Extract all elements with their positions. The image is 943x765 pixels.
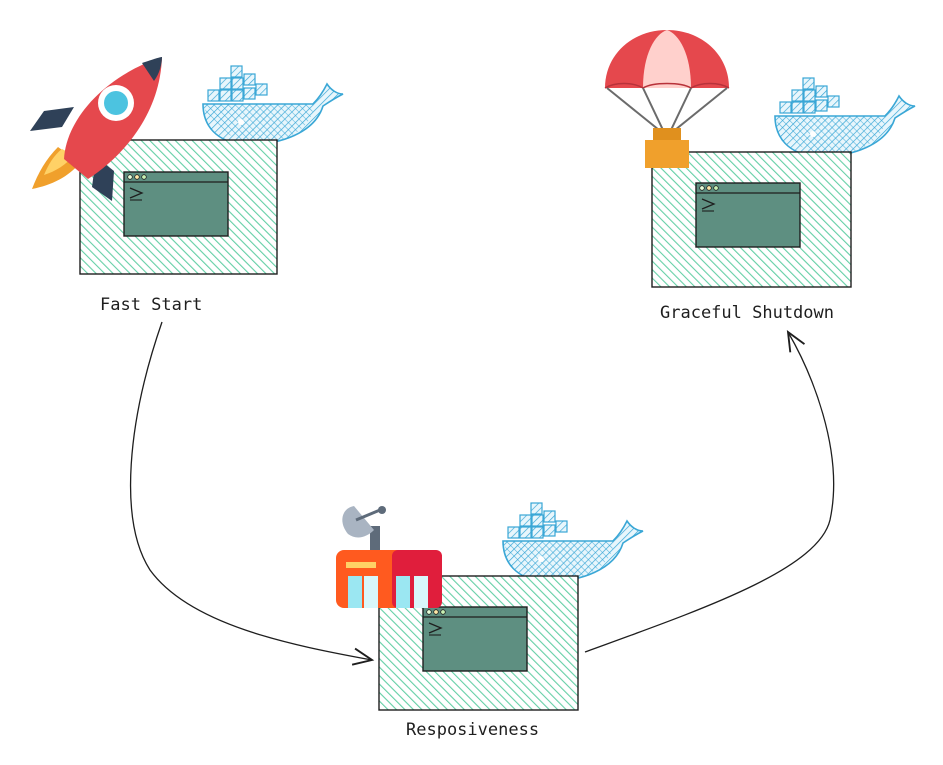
docker-whale-icon [502, 502, 644, 582]
terminal-icon [695, 182, 801, 248]
edge-responsiveness-to-graceful-shutdown [584, 329, 835, 653]
parachute-icon [604, 30, 730, 168]
satellite-dish-icon [336, 506, 442, 608]
docker-whale-icon [202, 65, 344, 145]
node-fast-start[interactable]: Fast Start [30, 57, 344, 315]
terminal-icon [123, 171, 229, 237]
node-label: Graceful Shutdown [660, 303, 834, 323]
rocket-icon [30, 57, 162, 201]
node-label: Fast Start [100, 295, 202, 315]
terminal-icon [422, 606, 528, 672]
node-label: Resposiveness [406, 720, 539, 740]
edge-fast-start-to-responsiveness [129, 321, 375, 666]
node-graceful-shutdown[interactable]: Graceful Shutdown [604, 30, 916, 323]
node-responsiveness[interactable]: Resposiveness [336, 502, 644, 740]
docker-whale-icon [774, 77, 916, 157]
